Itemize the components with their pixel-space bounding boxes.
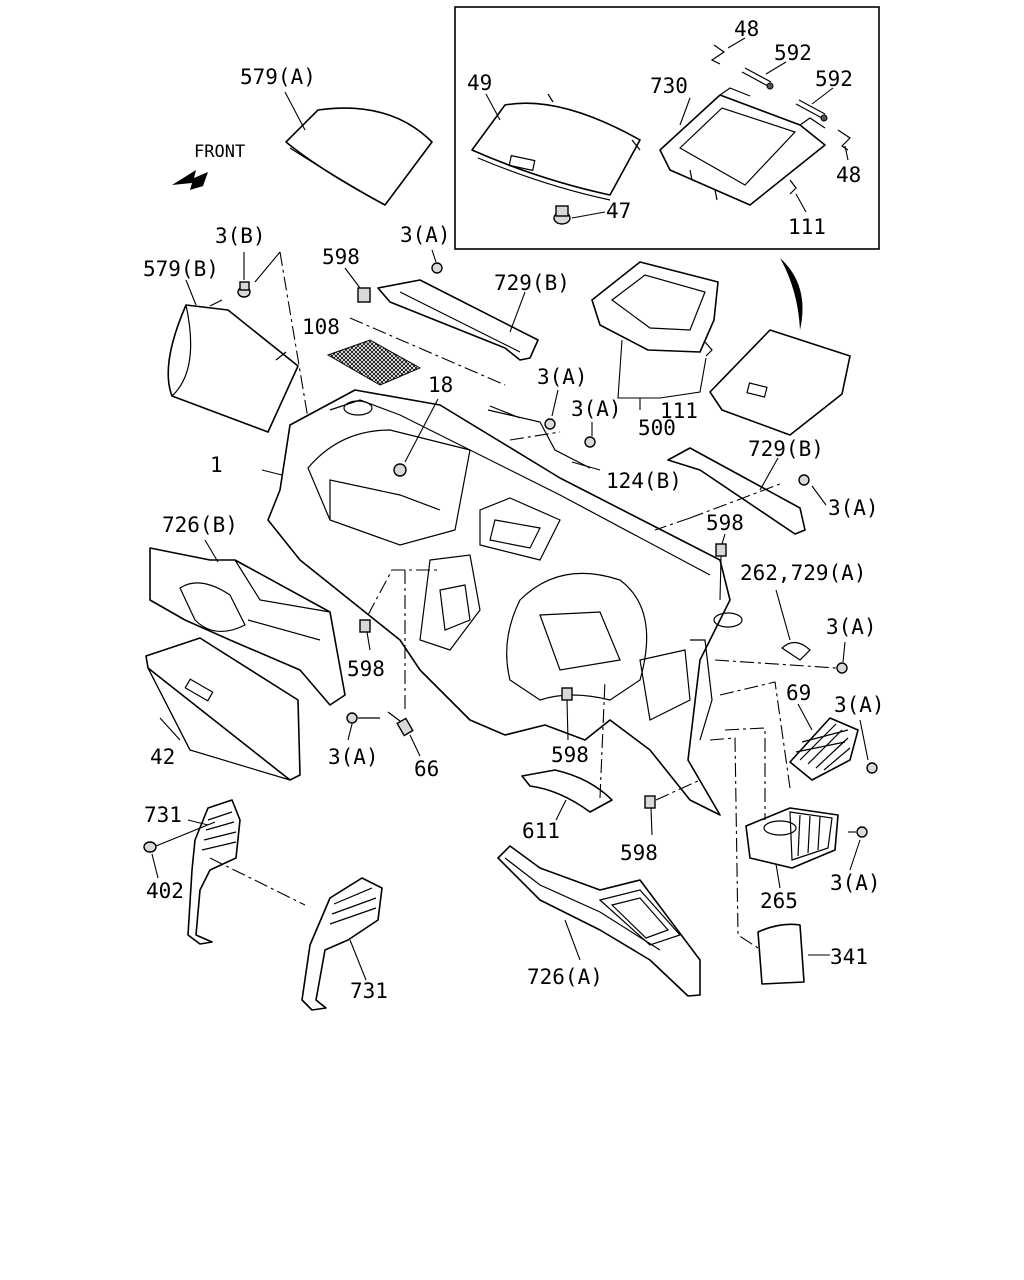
label-611: 611 (522, 819, 560, 843)
front-arrow-icon (172, 170, 208, 190)
part-731-duct-lower: 731 (301, 877, 388, 1011)
label-341: 341 (830, 945, 868, 969)
label-48-inset-top: 48 (734, 17, 759, 41)
label-3a-mid1: 3(A) (537, 365, 588, 389)
label-47-inset: 47 (606, 199, 631, 223)
label-front: FRONT (194, 142, 245, 162)
part-726a-lower-trim: 726(A) (497, 845, 701, 997)
label-598-top: 598 (322, 245, 360, 269)
label-402: 402 (146, 879, 184, 903)
part-598-lower-clip: 598 (620, 779, 701, 865)
label-69: 69 (786, 681, 811, 705)
label-265: 265 (760, 889, 798, 913)
part-265-vent: 265 3(A) (724, 727, 881, 913)
label-726b: 726(B) (162, 513, 238, 537)
label-592-inset-b: 592 (815, 67, 853, 91)
part-1-instrument-panel: 1 18 (210, 373, 743, 816)
part-729b-top-bracket: 598 3(A) 729(B) (322, 223, 570, 386)
label-3a-right2: 3(A) (826, 615, 877, 639)
label-726a: 726(A) (527, 965, 603, 989)
label-111-inset: 111 (788, 215, 826, 239)
label-262-729a: 262,729(A) (740, 561, 866, 585)
label-598-left: 598 (347, 657, 385, 681)
label-500: 500 (638, 416, 676, 440)
part-262-729a: 262,729(A) (740, 561, 866, 661)
part-42-glovebox: 42 (145, 637, 301, 781)
label-3b: 3(B) (215, 224, 266, 248)
part-598-left-clip: 598 (347, 569, 440, 681)
label-3a-right3: 3(A) (834, 693, 885, 717)
label-579a: 579(A) (240, 65, 316, 89)
label-3a-top: 3(A) (400, 223, 451, 247)
label-579b: 579(B) (143, 257, 219, 281)
label-42: 42 (150, 745, 175, 769)
label-1: 1 (210, 453, 223, 477)
label-592-inset-a: 592 (774, 41, 812, 65)
part-598-center-clip: 598 (551, 687, 589, 767)
part-3a-right2-screw: 3(A) (714, 615, 877, 674)
label-49-inset: 49 (467, 71, 492, 95)
part-3a-66-fasteners: 3(A) 66 (328, 570, 439, 781)
part-598-right-clip: 598 (706, 511, 744, 601)
label-730-inset: 730 (650, 74, 688, 98)
part-124b-harness: 3(A) 3(A) 124(B) (487, 365, 682, 493)
label-731-top: 731 (144, 803, 182, 827)
part-69-vent: 69 3(A) (719, 681, 885, 789)
inset-detail-box: 48 592 592 49 730 48 47 111 (454, 6, 880, 250)
label-3a-right1: 3(A) (828, 496, 879, 520)
label-731-bottom: 731 (350, 979, 388, 1003)
label-66: 66 (414, 757, 439, 781)
part-579b-panel: 579(B) (143, 257, 299, 433)
label-18: 18 (428, 373, 453, 397)
label-598-right: 598 (706, 511, 744, 535)
part-726b-glovebox-outer: 726(B) (149, 513, 346, 706)
label-124b: 124(B) (606, 469, 682, 493)
part-341-cover: 341 (709, 737, 868, 985)
part-579a-lid: 579(A) (240, 65, 433, 206)
label-108: 108 (302, 315, 340, 339)
label-111-mid: 111 (660, 399, 698, 423)
front-arrow: FRONT (172, 142, 245, 190)
part-731-duct-upper: 731 402 (143, 799, 306, 945)
part-500-bezel-assembly: 500 111 (591, 261, 851, 440)
label-729b-right: 729(B) (748, 437, 824, 461)
label-48-inset-right: 48 (836, 163, 861, 187)
label-598-center: 598 (551, 743, 589, 767)
part-611-trim-strip: 611 (521, 679, 613, 843)
curved-arrow-icon (780, 258, 803, 330)
label-598-lower: 598 (620, 841, 658, 865)
part-108-grille: 108 (302, 315, 422, 386)
label-3a-bottom-left: 3(A) (328, 745, 379, 769)
part-729b-right-bracket: 729(B) 3(A) (654, 437, 879, 535)
label-3a-bottom-right: 3(A) (830, 871, 881, 895)
label-729b-top: 729(B) (494, 271, 570, 295)
label-3a-mid2: 3(A) (571, 397, 622, 421)
